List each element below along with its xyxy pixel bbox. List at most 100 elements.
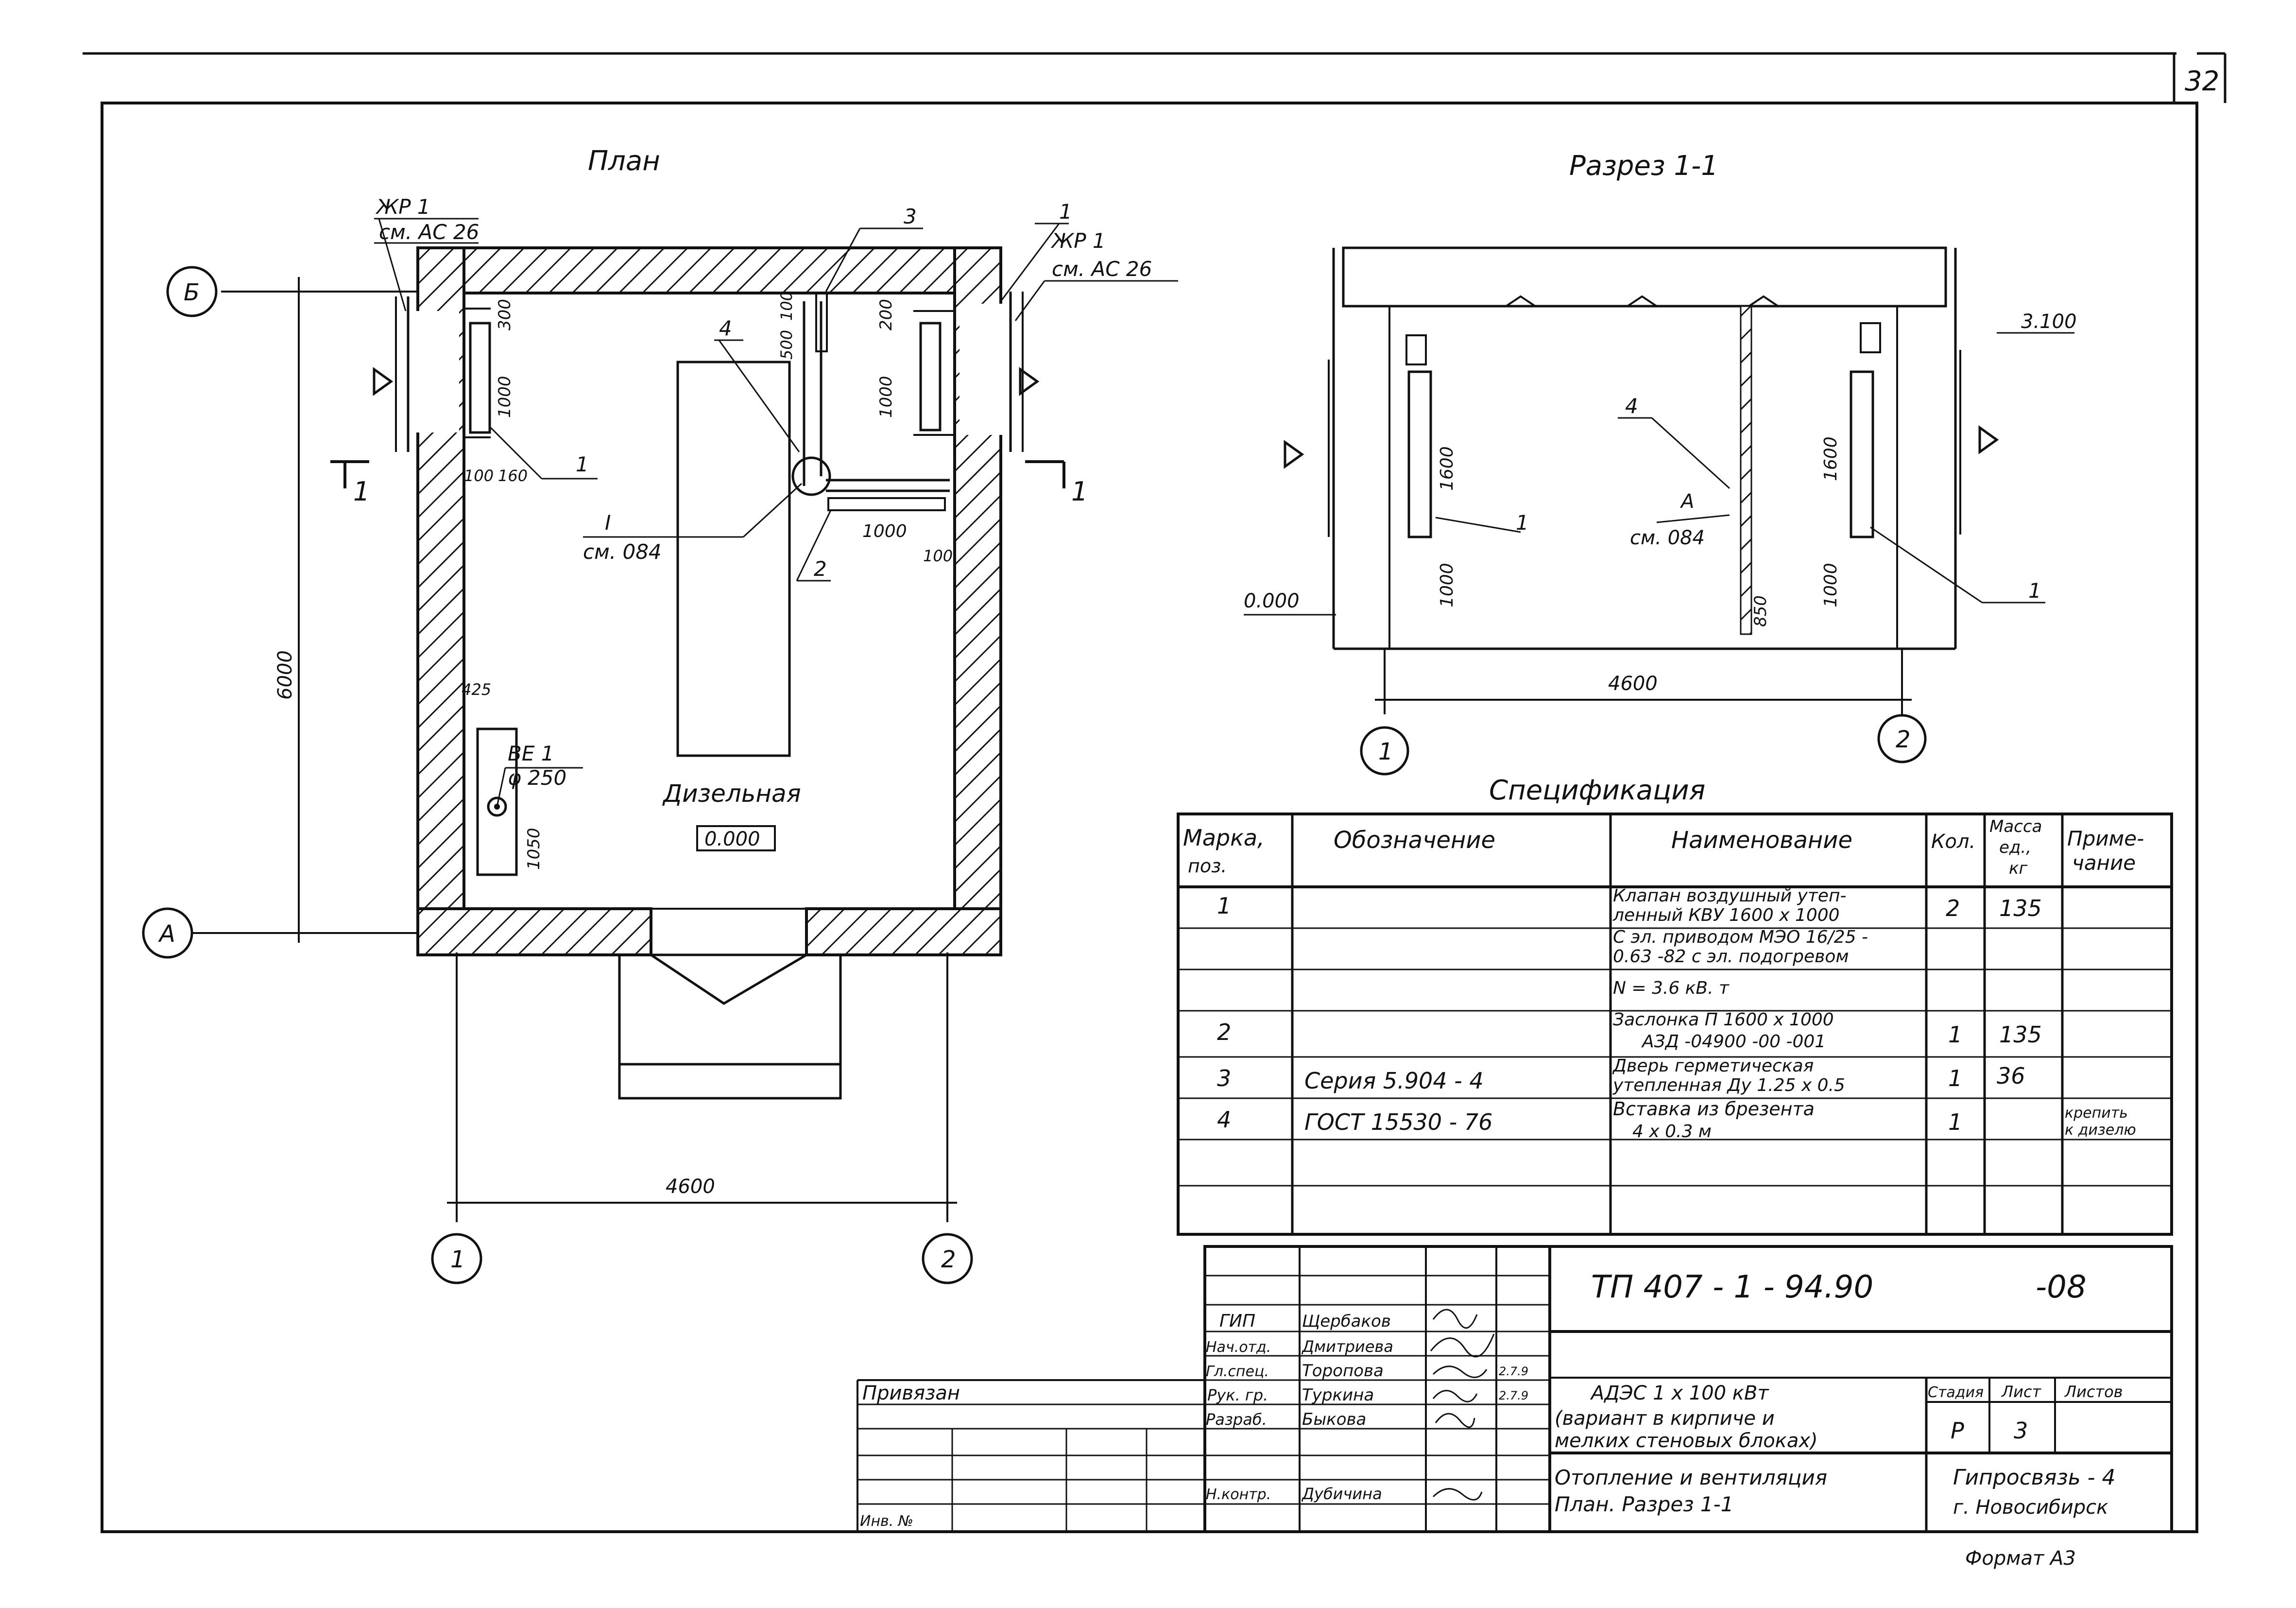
object-name-1: АДЭС 1 x 100 кВт [1590, 1382, 1769, 1404]
axis-a-label: А [158, 920, 175, 948]
exhaust-diam: φ 250 [508, 766, 566, 790]
spec-row6-note-2: к дизелю [2065, 1122, 2136, 1139]
spec-head-mark-1: Марка, [1183, 825, 1265, 851]
section-mark-left: 1 [353, 476, 370, 507]
spec-row6-name-2: 4 x 0.3 м [1632, 1122, 1712, 1141]
section-right-valve [1850, 370, 1874, 538]
section-dim-right-valve: 1600 [1821, 436, 1841, 481]
spec-row2-name-1: С эл. приводом МЭО 16/25 - [1613, 927, 1868, 947]
spec-row5-qty: 1 [1948, 1065, 1962, 1091]
dim-left-b: 160 [498, 467, 528, 485]
spec-row6-qty: 1 [1948, 1109, 1962, 1135]
diesel-unit [676, 361, 791, 757]
spec-head-qty: Кол. [1931, 830, 1975, 853]
section-node-sheet: см. 084 [1630, 527, 1705, 549]
object-name-3: мелких стеновых блоках) [1555, 1430, 1818, 1452]
object-name-2: (вариант в кирпиче и [1555, 1407, 1775, 1430]
spec-row6-designation: ГОСТ 15530 - 76 [1304, 1109, 1492, 1135]
spec-head-mark-2: поз. [1188, 855, 1227, 877]
dim-exh-off: 425 [462, 680, 491, 699]
spec-row1-name-2: ленный КВУ 1600 x 1000 [1612, 905, 1840, 925]
node-ref-sheet: см. 084 [583, 540, 662, 564]
spec-row1-name-1: Клапан воздушный утеп- [1613, 886, 1846, 906]
stage-header: Стадия [1928, 1384, 1984, 1401]
sheets-header: Листов [2064, 1383, 2123, 1401]
callout-3: 3 [904, 205, 917, 228]
spec-row5-mass: 36 [1997, 1063, 2025, 1089]
signature-3 [1432, 1366, 1488, 1378]
axis-b-label: Б [184, 279, 200, 306]
dim-left-top: 300 [495, 299, 514, 330]
dim-right-len: 1000 [876, 376, 896, 418]
section-node-mark: А [1679, 490, 1694, 513]
name-group: Туркина [1302, 1385, 1374, 1405]
plan-view: План [142, 145, 1178, 1284]
spec-row6-mark: 4 [1217, 1107, 1231, 1133]
section-dim-left-valve: 1600 [1437, 446, 1457, 491]
doc-code: ТП 407 - 1 - 94.90 [1591, 1269, 1873, 1305]
dim-left-len: 1000 [495, 376, 514, 418]
name-head: Дмитриева [1301, 1337, 1393, 1356]
section-axis-2: 2 [1896, 726, 1911, 753]
spec-row1-mark: 1 [1217, 893, 1231, 919]
role-dev: Разраб. [1206, 1410, 1267, 1429]
node-ref-mark: I [605, 511, 611, 535]
section-callout-4: 4 [1625, 394, 1638, 418]
name-chief: Торопова [1302, 1361, 1384, 1381]
name-dev: Быкова [1302, 1410, 1366, 1429]
sheet-title-2: План. Разрез 1-1 [1555, 1492, 1734, 1516]
sheet-header: Лист [2001, 1383, 2041, 1401]
exhaust-vent [476, 727, 518, 876]
section-dim-left-sill: 1000 [1437, 563, 1457, 607]
level-top: 3.100 [2021, 311, 2077, 333]
name-norm: Дубичина [1301, 1485, 1382, 1503]
dim-right-top: 200 [876, 299, 896, 330]
spec-row5-name-1: Дверь герметическая [1612, 1056, 1814, 1076]
air-duct [791, 292, 950, 511]
spec-row4-mass: 135 [1999, 1021, 2042, 1048]
sheet-frame: 32 [83, 52, 2227, 1533]
callout-2: 2 [814, 557, 827, 581]
plan-height-dim: 6000 [274, 650, 296, 700]
dim-duct-b: 100 [777, 291, 796, 321]
sheet-title-1: Отопление и вентиляция [1555, 1466, 1827, 1489]
section-left-valve [1407, 370, 1432, 538]
section-view: Разрез 1-1 3.100 0.000 1600 1000 1 [1244, 150, 2077, 776]
sheet-number: 32 [2185, 66, 2219, 97]
axis-1-label: 1 [450, 1246, 465, 1273]
section-roof-slab [1342, 246, 1947, 308]
doc-suffix: -08 [2036, 1269, 2087, 1305]
spec-row5-designation: Серия 5.904 - 4 [1304, 1068, 1484, 1094]
sheet-value: 3 [2014, 1418, 2028, 1444]
plan-axes: Б А 1 2 4600 6000 [142, 266, 973, 1284]
section-title: Разрез 1-1 [1569, 150, 1718, 182]
role-gip: ГИП [1219, 1311, 1255, 1331]
date-1: 2.7.9 [1499, 1365, 1528, 1378]
section-callout-1-right: 1 [2028, 579, 2041, 603]
room-level: 0.000 [704, 828, 760, 850]
dim-damper-len: 1000 [862, 521, 907, 541]
org-city: г. Новосибирск [1953, 1496, 2108, 1519]
role-head: Нач.отд. [1206, 1339, 1271, 1356]
spec-head-note-2: чание [2072, 851, 2136, 875]
signature-2 [1430, 1333, 1495, 1358]
spec-row1-qty: 2 [1946, 895, 1960, 921]
axis-2-label: 2 [941, 1246, 956, 1273]
spec-head-name: Наименование [1671, 827, 1852, 854]
spec-row6-name-1: Вставка из брезента [1613, 1098, 1815, 1120]
spec-head-mass-1: Масса [1989, 817, 2042, 836]
plan-walls [403, 246, 1015, 1100]
spec-row4-qty: 1 [1948, 1021, 1962, 1048]
left-valve [395, 296, 491, 452]
spec-title: Спецификация [1489, 775, 1705, 806]
section-axis-1: 1 [1378, 738, 1393, 765]
dim-damper-off: 100 [923, 547, 953, 565]
callout-1-left: 1 [576, 452, 589, 476]
section-dim-width: 4600 [1608, 673, 1658, 695]
role-chief: Гл.спец. [1206, 1363, 1269, 1380]
callout-4: 4 [719, 316, 732, 340]
spec-table: Спецификация Марка, поз. Обозначение Наи… [1177, 775, 2173, 1236]
spec-row6-note-1: крепить [2065, 1105, 2128, 1122]
section-marks: 1 1 [330, 367, 1088, 507]
